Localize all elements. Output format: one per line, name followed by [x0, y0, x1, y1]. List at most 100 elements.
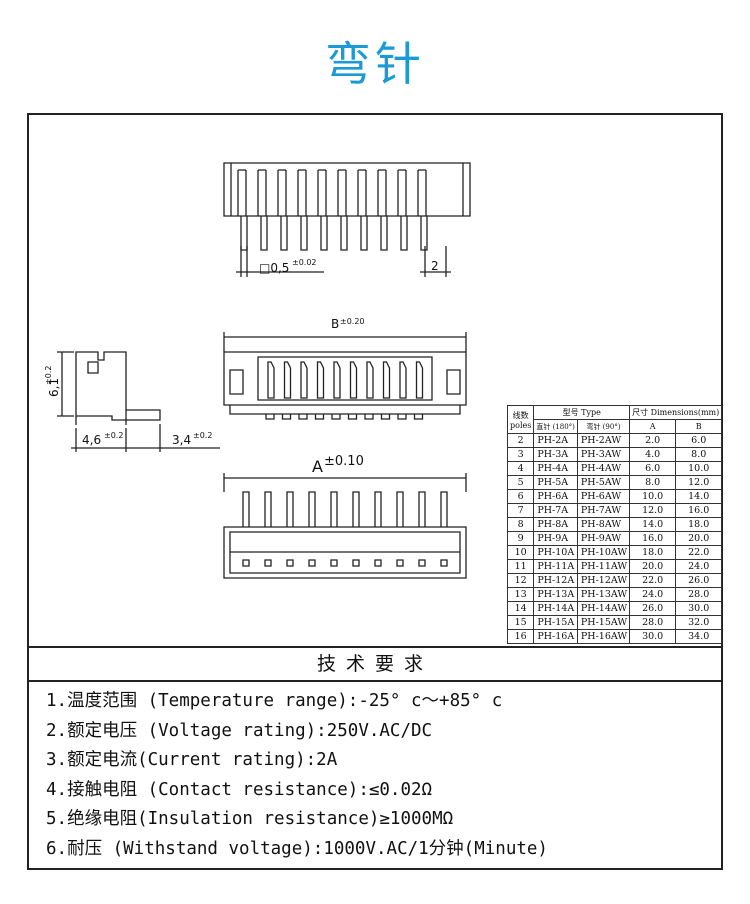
table-header-right-angle: 弯针 (90°) [576, 419, 631, 434]
poles-cell: 6 [506, 489, 535, 504]
pin [242, 491, 250, 527]
b-dimension-label: B [331, 317, 339, 331]
straight-part-cell: PH-15A [533, 615, 578, 630]
pin-housing-slot [317, 169, 327, 216]
straight-part-cell: PH-10A [533, 545, 578, 560]
side-width-label: 4,6 [82, 433, 101, 447]
contact-hole [264, 559, 272, 567]
contact-slot [316, 361, 325, 399]
pin [352, 491, 360, 527]
poles-cell: 3 [506, 447, 535, 462]
technical-requirements-heading: 技术要求 [27, 646, 723, 682]
height-tolerance: ±0.2 [44, 366, 53, 385]
contact-slot [300, 361, 308, 399]
poles-cell: 12 [506, 573, 535, 588]
pin [440, 491, 448, 527]
top-view [223, 162, 471, 251]
contact-hole [418, 559, 426, 567]
right-angle-part-cell: PH-4AW [576, 461, 631, 476]
poles-cell: 9 [506, 531, 535, 546]
poles-cell: 4 [506, 461, 535, 476]
a-dim-cell: 4.0 [629, 447, 677, 462]
straight-part-cell: PH-11A [533, 559, 578, 574]
contact-foot [347, 414, 358, 420]
a-dim-cell: 28.0 [629, 615, 677, 630]
pin [240, 216, 248, 251]
pin-housing-slot [277, 169, 287, 216]
technical-drawing: □0,5 ±0.02 2 B ±0.20 6,1 ±0.2 4,6 ±0.2 3… [44, 162, 471, 579]
contact-foot [265, 414, 275, 420]
straight-part-cell: PH-2A [533, 433, 578, 448]
pin [420, 216, 428, 251]
pin-housing-slot [257, 169, 267, 216]
contact-slot [267, 361, 275, 399]
table-header-dimensions: 尺寸 Dimensions(mm) [629, 405, 723, 420]
spec-item: 2.额定电压 (Voltage rating):250V.AC/DC [46, 720, 433, 741]
b-dim-cell: 30.0 [675, 601, 723, 616]
contact-foot [314, 414, 325, 420]
pin [308, 491, 316, 527]
right-angle-part-cell: PH-9AW [576, 531, 631, 546]
spec-item: 4.接触电阻 (Contact resistance):≤0.02Ω [46, 779, 433, 800]
a-dim-cell: 6.0 [629, 461, 677, 476]
straight-part-cell: PH-3A [533, 447, 578, 462]
a-dim-cell: 16.0 [629, 531, 677, 546]
poles-cell: 14 [506, 601, 535, 616]
a-dim-cell: 18.0 [629, 545, 677, 560]
a-dim-cell: 2.0 [629, 433, 677, 448]
pin [320, 216, 328, 251]
poles-cell: 8 [506, 517, 535, 532]
a-dim-cell: 12.0 [629, 503, 677, 518]
straight-part-cell: PH-14A [533, 601, 578, 616]
contact-foot [331, 414, 341, 420]
poles-cell: 11 [506, 559, 535, 574]
b-dim-cell: 20.0 [675, 531, 723, 546]
a-dim-cell: 22.0 [629, 573, 677, 588]
table-header-a: A [629, 419, 677, 434]
poles-cell: 2 [506, 433, 535, 448]
part-number-table: 线数 poles 型号 Type 尺寸 Dimensions(mm) 直针 (1… [506, 405, 723, 644]
right-angle-part-cell: PH-7AW [576, 503, 631, 518]
right-angle-part-cell: PH-14AW [576, 601, 631, 616]
pin-housing-slot [337, 169, 347, 216]
contact-hole [242, 559, 250, 567]
pin [264, 491, 272, 527]
right-angle-part-cell: PH-13AW [576, 587, 631, 602]
spec-item: 5.绝缘电阻(Insulation resistance)≥1000MΩ [46, 809, 454, 829]
b-dim-cell: 34.0 [675, 629, 723, 644]
b-dim-cell: 10.0 [675, 461, 723, 476]
right-angle-part-cell: PH-6AW [576, 489, 631, 504]
b-dim-cell: 24.0 [675, 559, 723, 574]
contact-hole [352, 559, 360, 567]
b-dim-cell: 32.0 [675, 615, 723, 630]
pin [396, 491, 404, 527]
poles-cell: 16 [506, 629, 535, 644]
table-header-poles: 线数 poles [506, 405, 535, 434]
pin [300, 216, 308, 251]
right-angle-part-cell: PH-10AW [576, 545, 631, 560]
a-dim-cell: 30.0 [629, 629, 677, 644]
contact-slot [333, 361, 341, 399]
pin [360, 216, 368, 251]
pin [380, 216, 388, 251]
table-header-b: B [675, 419, 723, 434]
pin-housing-slot [397, 169, 407, 216]
contact-hole [286, 559, 294, 567]
lead-length-label: 3,4 [172, 433, 191, 447]
pin [340, 216, 348, 251]
contact-foot [364, 414, 374, 420]
contact-hole [374, 559, 382, 567]
bottom-view [223, 473, 467, 579]
b-dim-cell: 14.0 [675, 489, 723, 504]
contact-slot [415, 361, 424, 399]
